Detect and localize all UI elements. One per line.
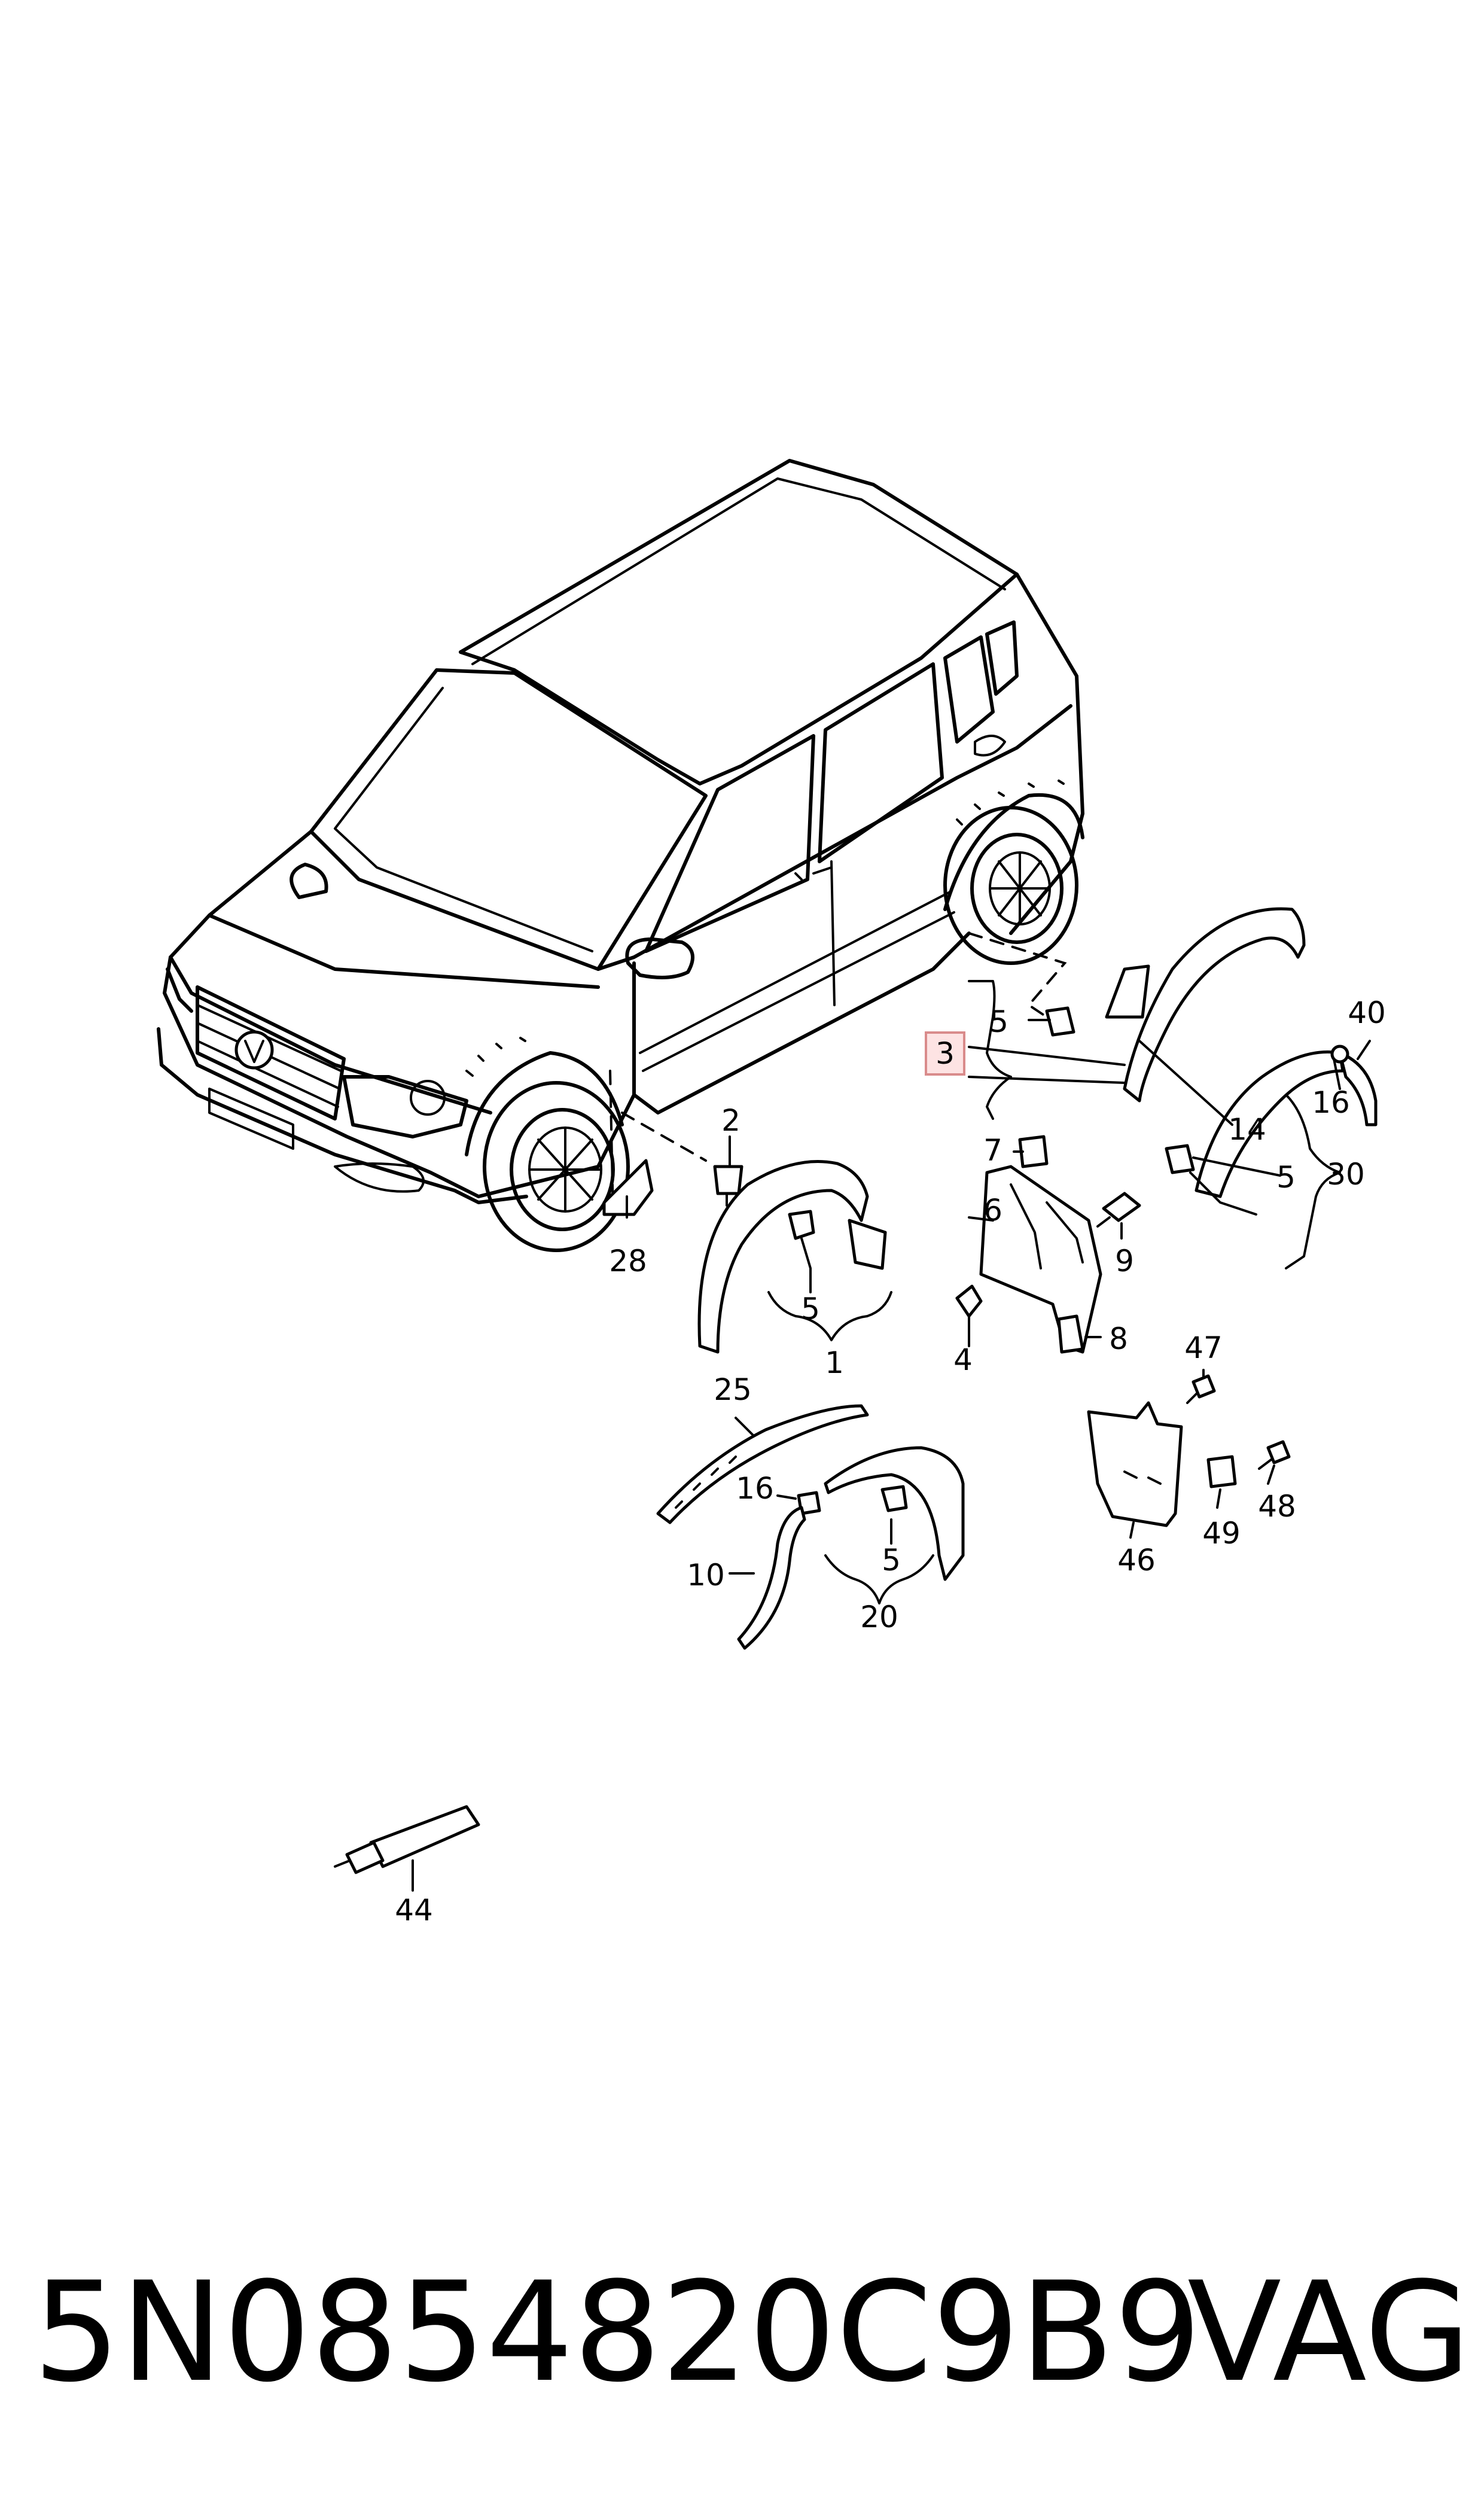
screw-part-9 <box>1102 1192 1141 1222</box>
rivet-part-4 <box>955 1284 983 1318</box>
nut-part-8 <box>1057 1314 1084 1354</box>
label-part-5-upper[interactable]: 5 <box>989 1004 1008 1039</box>
parts <box>334 907 1378 1874</box>
label-part-25[interactable]: 25 <box>714 1372 752 1407</box>
screw-part-47 <box>1192 1374 1216 1399</box>
bracket-part-28 <box>602 1159 654 1216</box>
label-part-28[interactable]: 28 <box>609 1244 647 1278</box>
clip-part-5-upper <box>1045 1006 1075 1037</box>
dashed-leader-rear <box>968 932 1067 1030</box>
highlight-box-part-3 <box>925 1031 965 1076</box>
rear-trim-part-14 <box>1123 907 1306 1103</box>
label-part-2[interactable]: 2 <box>721 1103 741 1138</box>
label-part-44[interactable]: 44 <box>395 1893 433 1928</box>
rear-arch-trim-part-30 <box>1194 1050 1345 1198</box>
brand-text: VAG <box>1187 2253 1471 2413</box>
clip-part-5-lower <box>880 1485 908 1512</box>
callout-leaders <box>412 980 1371 1892</box>
label-part-5-rear[interactable]: 5 <box>1276 1160 1296 1195</box>
label-part-1[interactable]: 1 <box>825 1345 844 1380</box>
arch-extension-part-20 <box>824 1446 965 1581</box>
label-part-49[interactable]: 49 <box>1202 1516 1241 1551</box>
label-part-47[interactable]: 47 <box>1184 1330 1223 1365</box>
mud-flap-part-46 <box>1087 1401 1183 1527</box>
label-part-16-lower[interactable]: 16 <box>736 1471 774 1506</box>
mud-guard-part-6 <box>979 1165 1102 1354</box>
front-wheel-arch-trim-part-1 <box>697 1160 869 1354</box>
clip-nut-part-49 <box>1206 1455 1237 1488</box>
label-part-48[interactable]: 48 <box>1258 1489 1296 1524</box>
label-part-5-lower[interactable]: 5 <box>882 1543 901 1578</box>
vehicle-illustration <box>157 459 1084 1252</box>
label-part-10[interactable]: 10 <box>687 1558 725 1593</box>
clip-part-2 <box>713 1165 743 1195</box>
clip-part-16-rear <box>1330 1045 1349 1064</box>
label-part-4[interactable]: 4 <box>953 1342 973 1377</box>
dashed-leader-front-2 <box>621 1112 707 1162</box>
label-part-16-rear[interactable]: 16 <box>1312 1085 1350 1120</box>
label-part-6[interactable]: 6 <box>983 1193 1002 1228</box>
adhesive-tube-part-44 <box>369 1805 480 1868</box>
label-part-7[interactable]: 7 <box>983 1133 1002 1168</box>
clip-part-5-rear <box>1165 1144 1195 1174</box>
label-part-5-front[interactable]: 5 <box>801 1292 820 1326</box>
label-part-46[interactable]: 46 <box>1117 1543 1156 1578</box>
screw-part-48 <box>1266 1440 1291 1464</box>
label-part-40[interactable]: 40 <box>1348 995 1386 1030</box>
clip-part-5-front <box>788 1210 815 1240</box>
label-part-20[interactable]: 20 <box>860 1600 898 1634</box>
label-part-8[interactable]: 8 <box>1109 1322 1128 1356</box>
strip-part-25 <box>656 1404 869 1524</box>
label-part-9[interactable]: 9 <box>1115 1244 1134 1278</box>
label-part-14[interactable]: 14 <box>1228 1112 1266 1147</box>
dashed-leader-front <box>609 1070 614 1216</box>
label-part-30[interactable]: 30 <box>1327 1157 1365 1192</box>
callout-labels: 3 1 2 4 5 5 5 5 6 7 8 9 10 14 16 16 20 2… <box>395 995 1386 1928</box>
strip-part-10 <box>737 1506 806 1650</box>
clip-part-7 <box>1018 1135 1049 1168</box>
part-number-text: 5N0854820C9B9 <box>33 2253 1202 2413</box>
label-part-3[interactable]: 3 <box>936 1036 955 1071</box>
